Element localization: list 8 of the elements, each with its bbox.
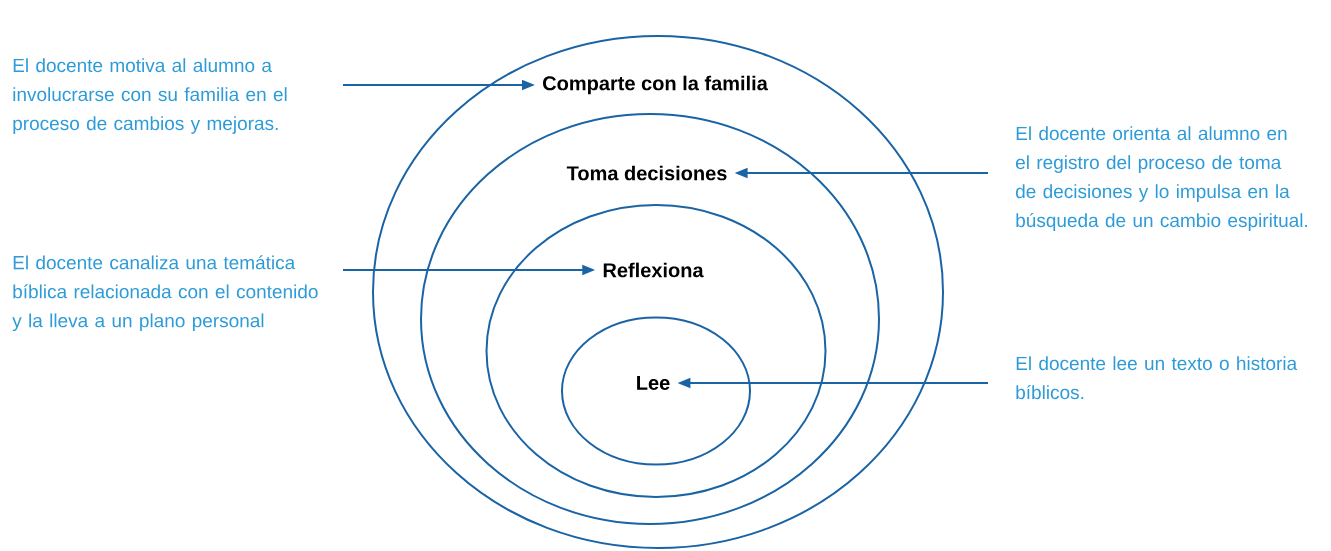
note-text: El docente lee un texto o historia bíblicos. <box>1016 356 1298 400</box>
ring-label: Reflexiona <box>603 262 704 278</box>
note-text: El docente orienta al alumno en el registro del proceso de toma de decisiones y lo impulsa en la búsqueda de un cambio espiritual. <box>1016 126 1308 231</box>
note-text: El docente motiva al alumno a involucrarse con su familia en el proceso de cambios y mejoras. <box>13 58 287 134</box>
ring-label: Lee <box>637 376 670 390</box>
note-text: El docente canaliza una temática bíblica relacionada con el contenido y la lleva a un plano personal <box>12 255 318 332</box>
ring-label: Toma decisiones <box>566 165 727 181</box>
ring-label: Comparte con la familia <box>543 75 768 95</box>
